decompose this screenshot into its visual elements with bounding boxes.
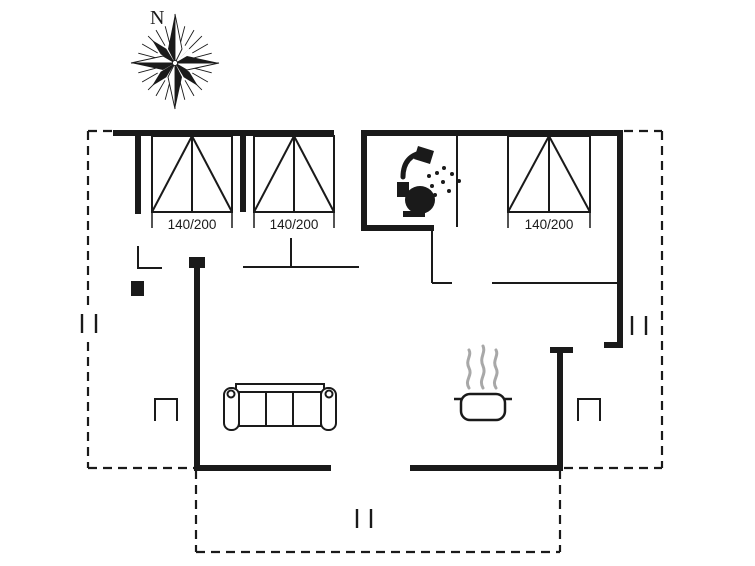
- terrace-outline-right: [564, 129, 664, 470]
- window-size-label: 140/200: [525, 217, 574, 232]
- shower-icon: [400, 146, 461, 197]
- window-3: 140/200: [507, 135, 591, 232]
- steam-icon: [465, 344, 499, 390]
- wall-pier: [131, 281, 144, 296]
- exterior-walls: [113, 130, 623, 471]
- window-size-label: 140/200: [270, 217, 319, 232]
- toilet-icon: [397, 182, 435, 217]
- terrace-marker-icon: [154, 398, 178, 421]
- terrace-outline-left: [86, 129, 194, 470]
- window-1: 140/200: [151, 135, 233, 232]
- boundary-break-marks-bottom: [355, 509, 373, 528]
- cooking-pot-icon: [454, 392, 512, 422]
- compass-rose-icon: [130, 13, 220, 110]
- interior-walls: [137, 131, 618, 284]
- terrace-outline-bottom: [194, 470, 562, 554]
- sofa-icon: [223, 383, 337, 431]
- boundary-break-marks-left: [80, 314, 98, 333]
- compass-north-label: N: [150, 7, 164, 29]
- boundary-break-marks-right: [630, 316, 648, 335]
- window-2: 140/200: [253, 135, 335, 232]
- window-size-label: 140/200: [168, 217, 217, 232]
- terrace-marker-icon: [577, 398, 601, 421]
- wall-pier: [189, 257, 205, 268]
